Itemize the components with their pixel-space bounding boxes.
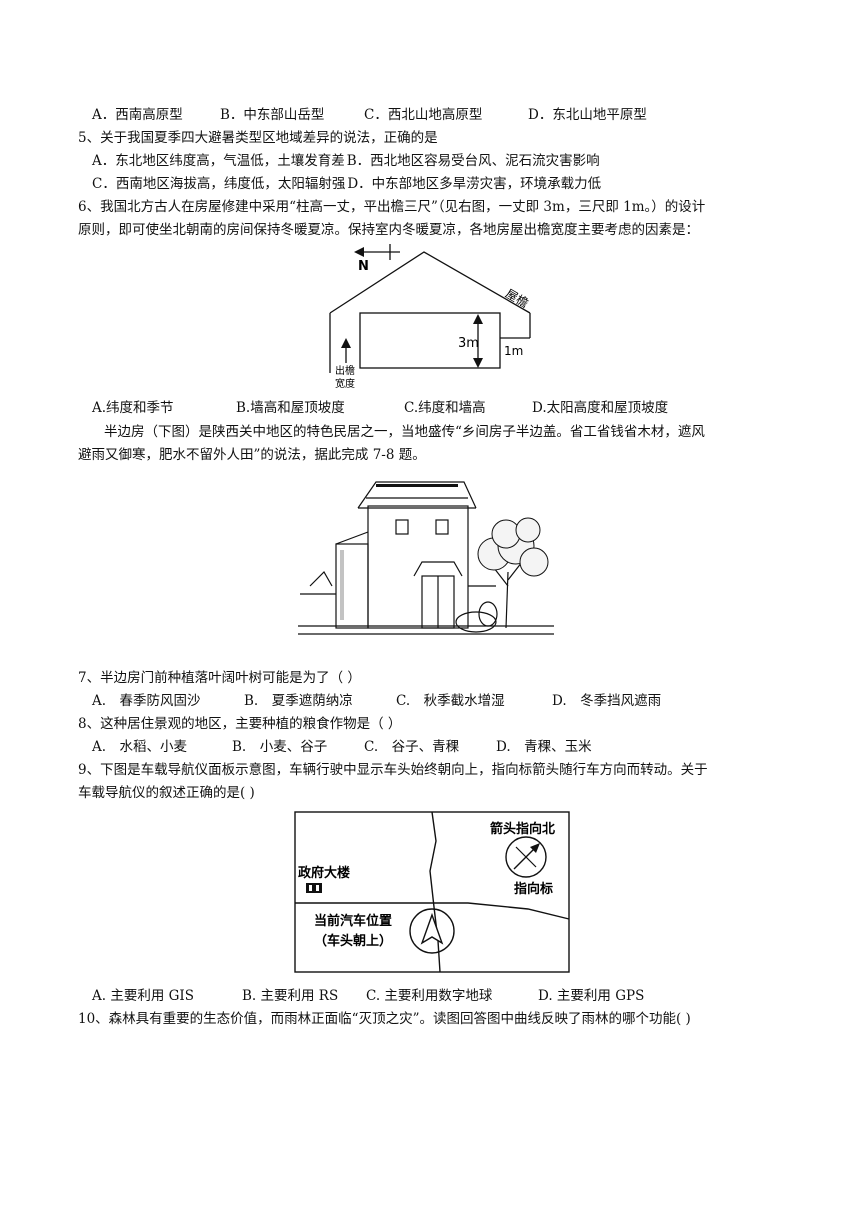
car-position-label: 当前汽车位置	[314, 913, 392, 929]
q9-stem-line2: 车载导航仪的叙述正确的是( )	[78, 785, 255, 801]
width-label-2: 宽度	[335, 377, 355, 390]
navigation-panel-diagram: 箭头指向北 指向标 政府大楼 当前汽车位置 （车头朝上）	[294, 811, 570, 973]
q7-option-d: D. 冬季挡风遮雨	[552, 693, 662, 709]
q9-option-c: C. 主要利用数字地球	[366, 988, 493, 1004]
q6-option-c: C.纬度和墙高	[404, 400, 486, 416]
q4-option-d: D．东北山地平原型	[528, 107, 647, 123]
eave-label: 屋檐	[503, 286, 531, 310]
q7-options: A. 春季防风固沙 B. 夏季遮荫纳凉 C. 秋季截水增湿 D. 冬季挡风遮雨	[92, 691, 661, 711]
q6-eave-diagram: N 屋檐 3m 1m 出檐 宽度	[329, 244, 531, 390]
width-label-1: 出檐	[335, 364, 355, 377]
q5-option-d: D．中东部地区多旱涝灾害，环境承载力低	[347, 176, 602, 192]
q5-option-b: B．西北地区容易受台风、泥石流灾害影响	[346, 153, 600, 169]
q5-option-c: C．西南地区海拔高，纬度低，太阳辐射强	[92, 176, 346, 192]
q9-stem-line1: 9、下图是车载导航仪面板示意图，车辆行驶中显示车头始终朝向上，指向标箭头随行车方…	[78, 762, 708, 778]
q6-option-b: B.墙高和屋顶坡度	[236, 400, 345, 416]
q8-stem: 8、这种居住景观的地区，主要种植的粮食作物是（ ）	[78, 716, 402, 732]
q7-option-b: B. 夏季遮荫纳凉	[244, 693, 353, 709]
overhang-label: 1m	[504, 344, 523, 358]
q5-option-a: A．东北地区纬度高，气温低，土壤发育差	[92, 153, 345, 169]
q8-option-c: C. 谷子、青稞	[364, 739, 460, 755]
q6-options: A.纬度和季节 B.墙高和屋顶坡度 C.纬度和墙高 D.太阳高度和屋顶坡度	[92, 398, 668, 418]
passage-line2: 避雨又御寒，肥水不留外人田”的说法，据此完成 7-8 题。	[78, 447, 426, 463]
q7-stem: 7、半边房门前种植落叶阔叶树可能是为了（ ）	[78, 670, 361, 686]
passage-line1: 半边房（下图）是陕西关中地区的特色民居之一，当地盛传“乡间房子半边盖。省工省钱省…	[104, 424, 705, 440]
q9-option-b: B. 主要利用 RS	[242, 988, 339, 1004]
q4-option-b: B．中东部山岳型	[220, 107, 325, 123]
q4-options: A．西南高原型 B．中东部山岳型 C．西北山地高原型 D．东北山地平原型	[92, 105, 647, 125]
q7-option-c: C. 秋季截水增湿	[396, 693, 505, 709]
q6-option-d: D.太阳高度和屋顶坡度	[532, 400, 669, 416]
q7-option-a: A. 春季防风固沙	[92, 693, 201, 709]
half-house-illustration	[298, 481, 554, 635]
q8-option-a: A. 水稻、小麦	[92, 739, 188, 755]
arrow-north-note: 箭头指向北	[490, 821, 555, 837]
q9-option-a: A. 主要利用 GIS	[92, 988, 194, 1004]
q6-stem-line1: 6、我国北方古人在房屋修建中采用“柱高一丈，平出檐三尺”（见右图，一丈即 3m，…	[78, 199, 706, 215]
q8-option-b: B. 小麦、谷子	[232, 739, 328, 755]
government-label: 政府大楼	[298, 865, 350, 881]
q8-options: A. 水稻、小麦 B. 小麦、谷子 C. 谷子、青稞 D. 青稞、玉米	[92, 737, 592, 757]
q10-stem: 10、森林具有重要的生态价值，而雨林正面临“灭顶之灾”。读图回答图中曲线反映了雨…	[78, 1011, 691, 1027]
q6-option-a: A.纬度和季节	[92, 400, 174, 416]
q8-option-d: D. 青稞、玉米	[496, 739, 592, 755]
car-note-label: （车头朝上）	[314, 933, 392, 949]
q6-stem-line2: 原则，即可使坐北朝南的房间保持冬暖夏凉。保持室内冬暖夏凉，各地房屋出檐宽度主要考…	[78, 222, 699, 238]
q9-options: A. 主要利用 GIS B. 主要利用 RS C. 主要利用数字地球 D. 主要利用 …	[92, 986, 644, 1006]
q4-option-c: C．西北山地高原型	[364, 107, 483, 123]
height-label: 3m	[458, 336, 479, 351]
north-label: N	[358, 259, 369, 274]
q4-option-a: A．西南高原型	[92, 107, 183, 123]
q9-option-d: D. 主要利用 GPS	[538, 988, 645, 1004]
pointer-label: 指向标	[514, 881, 553, 897]
q5-stem: 5、关于我国夏季四大避暑类型区地域差异的说法，正确的是	[78, 130, 438, 146]
